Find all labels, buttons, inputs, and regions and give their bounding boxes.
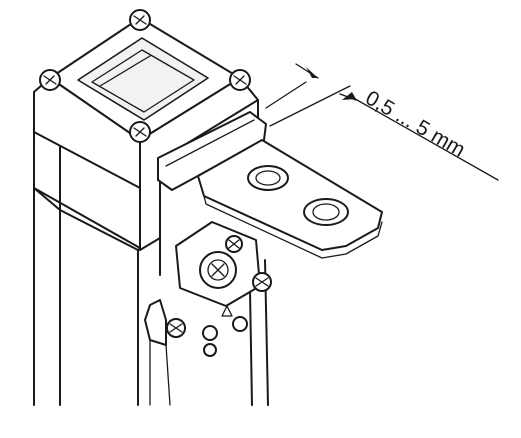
switch-head <box>33 9 259 251</box>
screw-icon <box>225 235 243 253</box>
connector <box>144 221 272 357</box>
actuator-key <box>157 111 383 259</box>
screw-icon <box>129 121 151 143</box>
screw-icon <box>39 69 61 91</box>
screw-icon <box>252 272 272 292</box>
screw-icon <box>129 9 151 31</box>
screw-icon <box>229 69 251 91</box>
dimension-label: 0,5 ... 5 mm <box>362 86 470 161</box>
screw-icon <box>166 318 186 338</box>
